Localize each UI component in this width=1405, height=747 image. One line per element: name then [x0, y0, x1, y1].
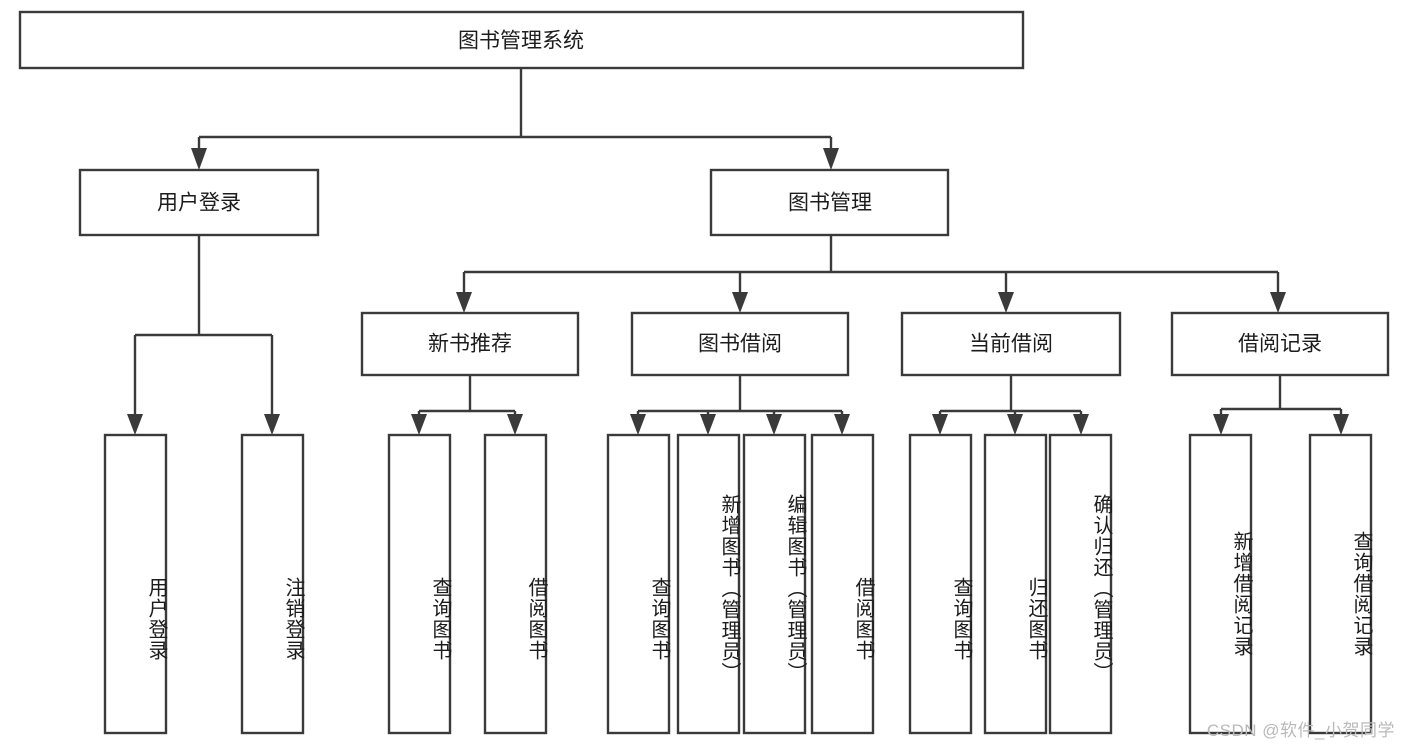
node-book-borrow-box[interactable]: [630, 311, 850, 377]
node-leaf-return-book-box[interactable]: [983, 433, 1048, 735]
arrowhead-bookmgmt-to-newbook: [456, 292, 472, 313]
node-new-book-recommend-box[interactable]: [360, 311, 580, 377]
arrowhead-borrow-leaf4: [834, 414, 850, 435]
node-book-management[interactable]: 图书管理: [709, 168, 950, 237]
arrowhead-borrow-leaf3: [766, 414, 782, 435]
node-book-borrow-label: 图书借阅: [698, 333, 782, 356]
node-user-login[interactable]: 用户登录: [78, 168, 320, 237]
node-book-management-box[interactable]: [709, 168, 950, 237]
edge-group-bookmgmt-to-level2: [456, 235, 1286, 313]
node-leaf-user-login-box[interactable]: [103, 433, 168, 735]
node-root-system-label: 图书管理系统: [458, 30, 584, 53]
node-leaf-confirm-return-admin-box[interactable]: [1048, 433, 1113, 735]
arrowhead-current-leaf1: [932, 414, 948, 435]
node-user-login-label: 用户登录: [157, 192, 241, 215]
node-borrow-records-box[interactable]: [1170, 311, 1390, 377]
arrowhead-bookmgmt-to-records: [1270, 292, 1286, 313]
node-leaf-logout-box[interactable]: [240, 433, 305, 735]
node-current-borrow-label: 当前借阅: [969, 333, 1053, 356]
arrowhead-userlogin-leaf1: [127, 414, 143, 435]
node-book-management-label: 图书管理: [788, 192, 872, 215]
edge-group-root-to-level1: [191, 68, 839, 170]
edge-group-newbook-to-leaves: [411, 375, 523, 435]
node-borrow-records[interactable]: 借阅记录: [1170, 311, 1390, 377]
arrowhead-root-to-book-mgmt: [823, 148, 839, 170]
arrowhead-newbook-leaf2: [507, 414, 523, 435]
edge-group-borrow-to-leaves: [630, 375, 850, 435]
node-leaf-query-book-current-box[interactable]: [908, 433, 973, 735]
node-root-system[interactable]: 图书管理系统: [18, 10, 1025, 70]
node-book-borrow[interactable]: 图书借阅: [630, 311, 850, 377]
node-leaf-query-book-rec-box[interactable]: [387, 433, 452, 735]
arrowhead-records-leaf1: [1213, 414, 1229, 435]
node-leaf-query-book-borrow-box[interactable]: [606, 433, 671, 735]
arrowhead-bookmgmt-to-borrow: [732, 292, 748, 313]
arrowhead-newbook-leaf1: [411, 414, 427, 435]
arrowhead-borrow-leaf1: [630, 414, 646, 435]
node-leaf-add-record-box[interactable]: [1188, 433, 1253, 735]
edge-group-userlogin-to-leaves: [127, 235, 280, 435]
node-leaf-edit-book-admin-box[interactable]: [742, 433, 807, 735]
arrowhead-bookmgmt-to-current: [998, 292, 1014, 313]
arrowhead-current-leaf2: [1007, 414, 1023, 435]
node-current-borrow-box[interactable]: [900, 311, 1122, 377]
node-leaf-query-record-box[interactable]: [1308, 433, 1373, 735]
node-leaf-borrow-book-box[interactable]: [810, 433, 875, 735]
edge-group-current-to-leaves: [932, 375, 1089, 435]
arrowhead-root-to-user-login: [191, 148, 207, 170]
node-new-book-recommend[interactable]: 新书推荐: [360, 311, 580, 377]
node-root-system-box[interactable]: [18, 10, 1025, 70]
csdn-watermark: CSDN @软件_小贺同学: [1206, 721, 1395, 740]
arrowhead-current-leaf3: [1073, 414, 1089, 435]
node-new-book-recommend-label: 新书推荐: [428, 333, 512, 356]
arrowhead-userlogin-leaf2: [264, 414, 280, 435]
node-current-borrow[interactable]: 当前借阅: [900, 311, 1122, 377]
node-leaf-add-book-admin-box[interactable]: [676, 433, 741, 735]
node-leaf-borrow-book-rec-box[interactable]: [483, 433, 548, 735]
arrowhead-records-leaf2: [1333, 414, 1349, 435]
edge-group-records-to-leaves: [1213, 375, 1349, 435]
arrowhead-borrow-leaf2: [700, 414, 716, 435]
node-borrow-records-label: 借阅记录: [1238, 333, 1322, 356]
node-user-login-box[interactable]: [78, 168, 320, 237]
